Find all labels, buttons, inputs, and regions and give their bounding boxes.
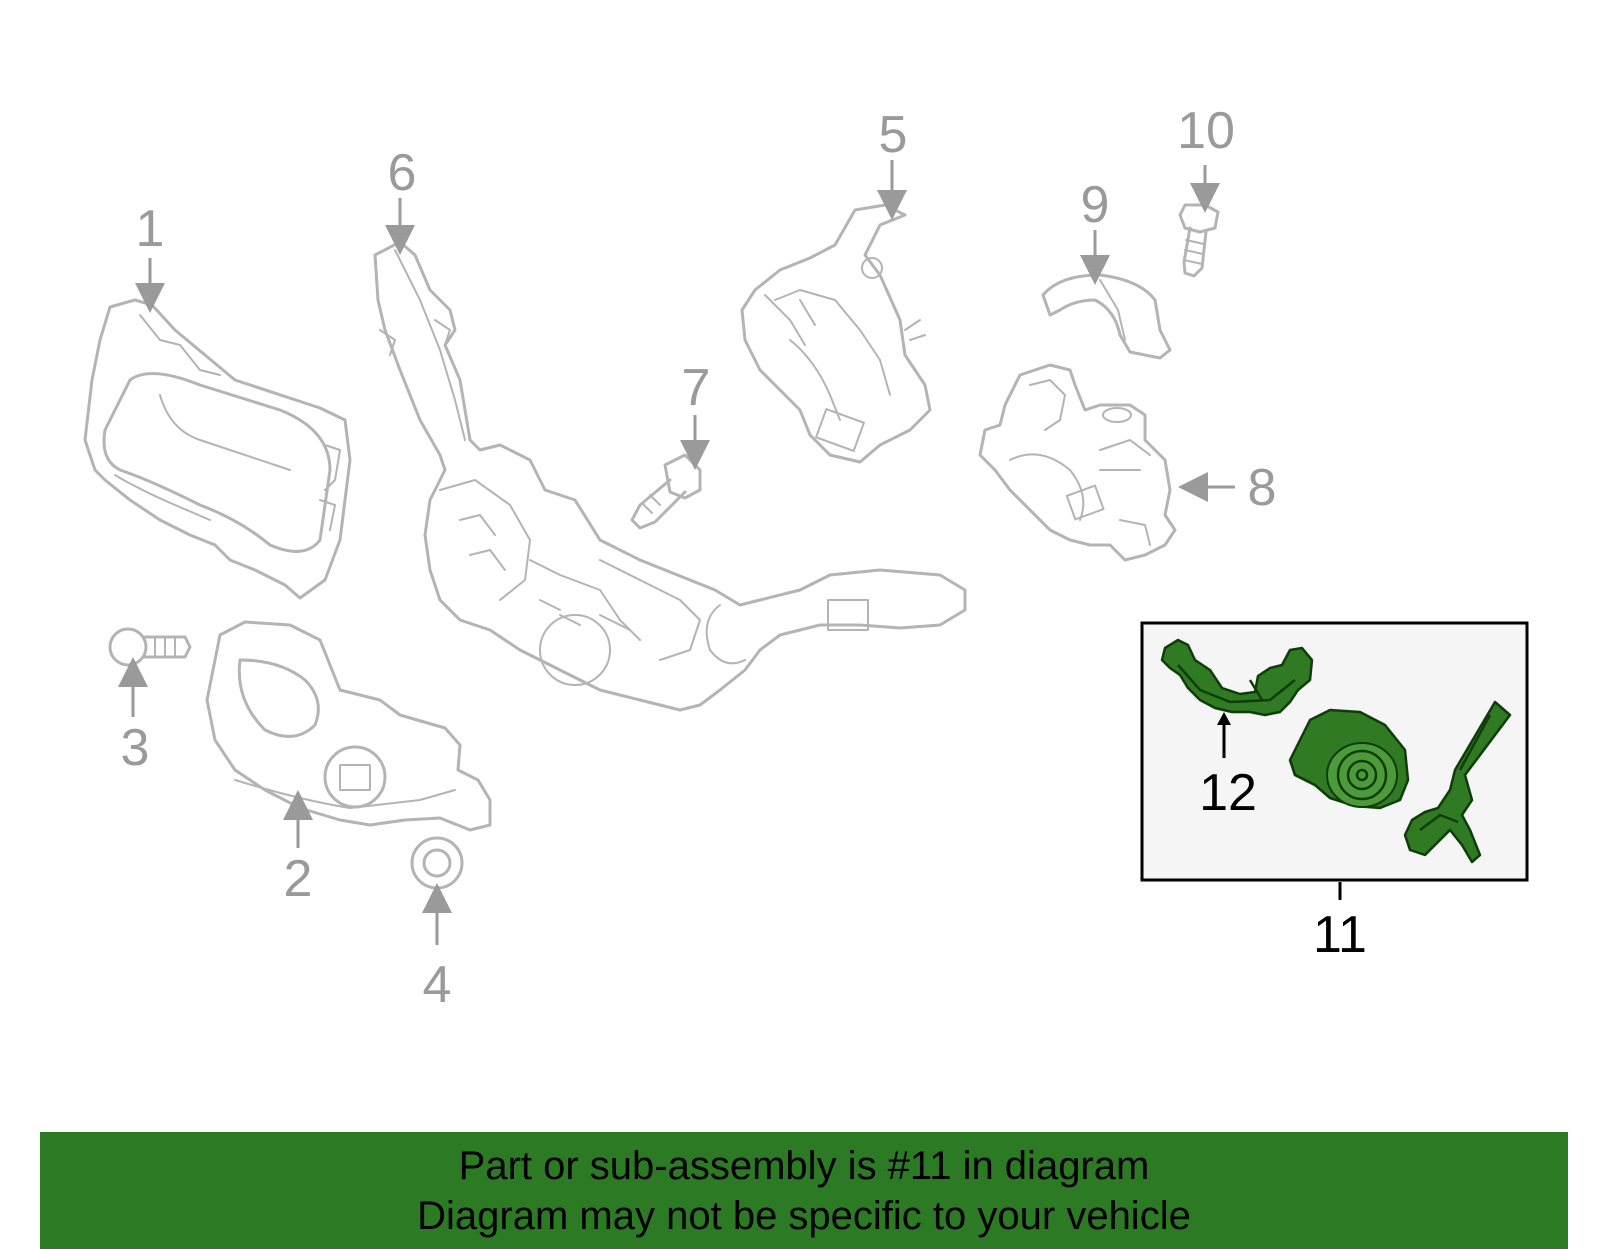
banner-line-2: Diagram may not be specific to your vehi…: [417, 1193, 1191, 1238]
callout-arrows: [118, 160, 1342, 945]
part-1-cluster-shroud: [83, 298, 352, 600]
callout-11: 11: [1313, 906, 1367, 964]
part-12-wiring-harness: [1160, 638, 1314, 717]
callout-1: 1: [136, 200, 165, 258]
info-banner: Part or sub-assembly is #11 in diagram D…: [40, 1132, 1568, 1249]
part-11-lock-cylinder: [1288, 708, 1410, 810]
callout-12: 12: [1199, 764, 1257, 822]
callout-4: 4: [423, 956, 452, 1014]
part-7-bolt: [630, 453, 702, 530]
part-8-lock-housing: [978, 363, 1177, 562]
callout-labels: 1 2 3 4 5 6 7 8 9 10 11 12: [121, 102, 1367, 1014]
banner-line-1: Part or sub-assembly is #11 in diagram: [458, 1143, 1150, 1188]
part-3-screw: [108, 627, 192, 667]
callout-7: 7: [682, 359, 711, 417]
callout-6: 6: [388, 144, 417, 202]
callout-9: 9: [1081, 176, 1110, 234]
part-6-multifunction-switch: [373, 240, 967, 712]
part-5-clock-spring: [740, 203, 932, 464]
callout-10: 10: [1177, 102, 1235, 160]
part-2-column-cover: [205, 620, 492, 832]
callout-5: 5: [879, 106, 908, 164]
inset-box-part-11: [1140, 621, 1529, 882]
part-10-bolt: [1178, 203, 1220, 278]
part-4-washer: [410, 836, 464, 890]
callout-2: 2: [284, 850, 313, 908]
part-11-immobilizer-antenna: [1403, 700, 1512, 864]
callout-3: 3: [121, 719, 150, 777]
callout-8: 8: [1248, 459, 1277, 517]
part-9-bracket: [1041, 273, 1172, 360]
